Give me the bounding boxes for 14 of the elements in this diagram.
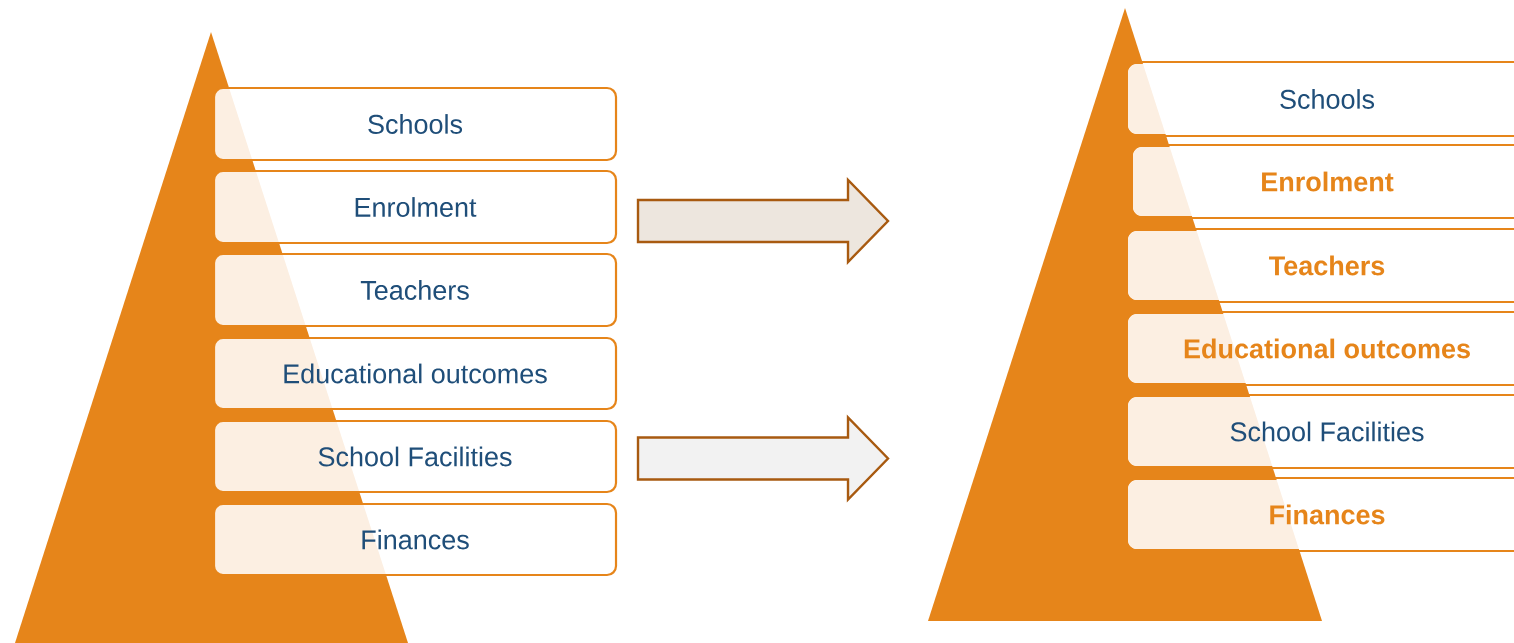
label-box: Teachers [212,252,618,328]
label-box: Teachers [1128,227,1514,304]
label-box: Finances [212,502,618,577]
label-box: Finances [1128,476,1514,553]
label-box: School Facilities [212,419,618,494]
block-arrow [636,414,890,503]
block-arrow [636,177,890,265]
label-box: Enrolment [212,169,618,245]
label-box: Enrolment [1133,143,1514,220]
label-box: Educational outcomes [212,336,618,411]
label-box: School Facilities [1128,393,1514,470]
label-box: Schools [212,86,618,162]
label-box: Educational outcomes [1128,310,1514,387]
label-box: Schools [1128,60,1514,138]
